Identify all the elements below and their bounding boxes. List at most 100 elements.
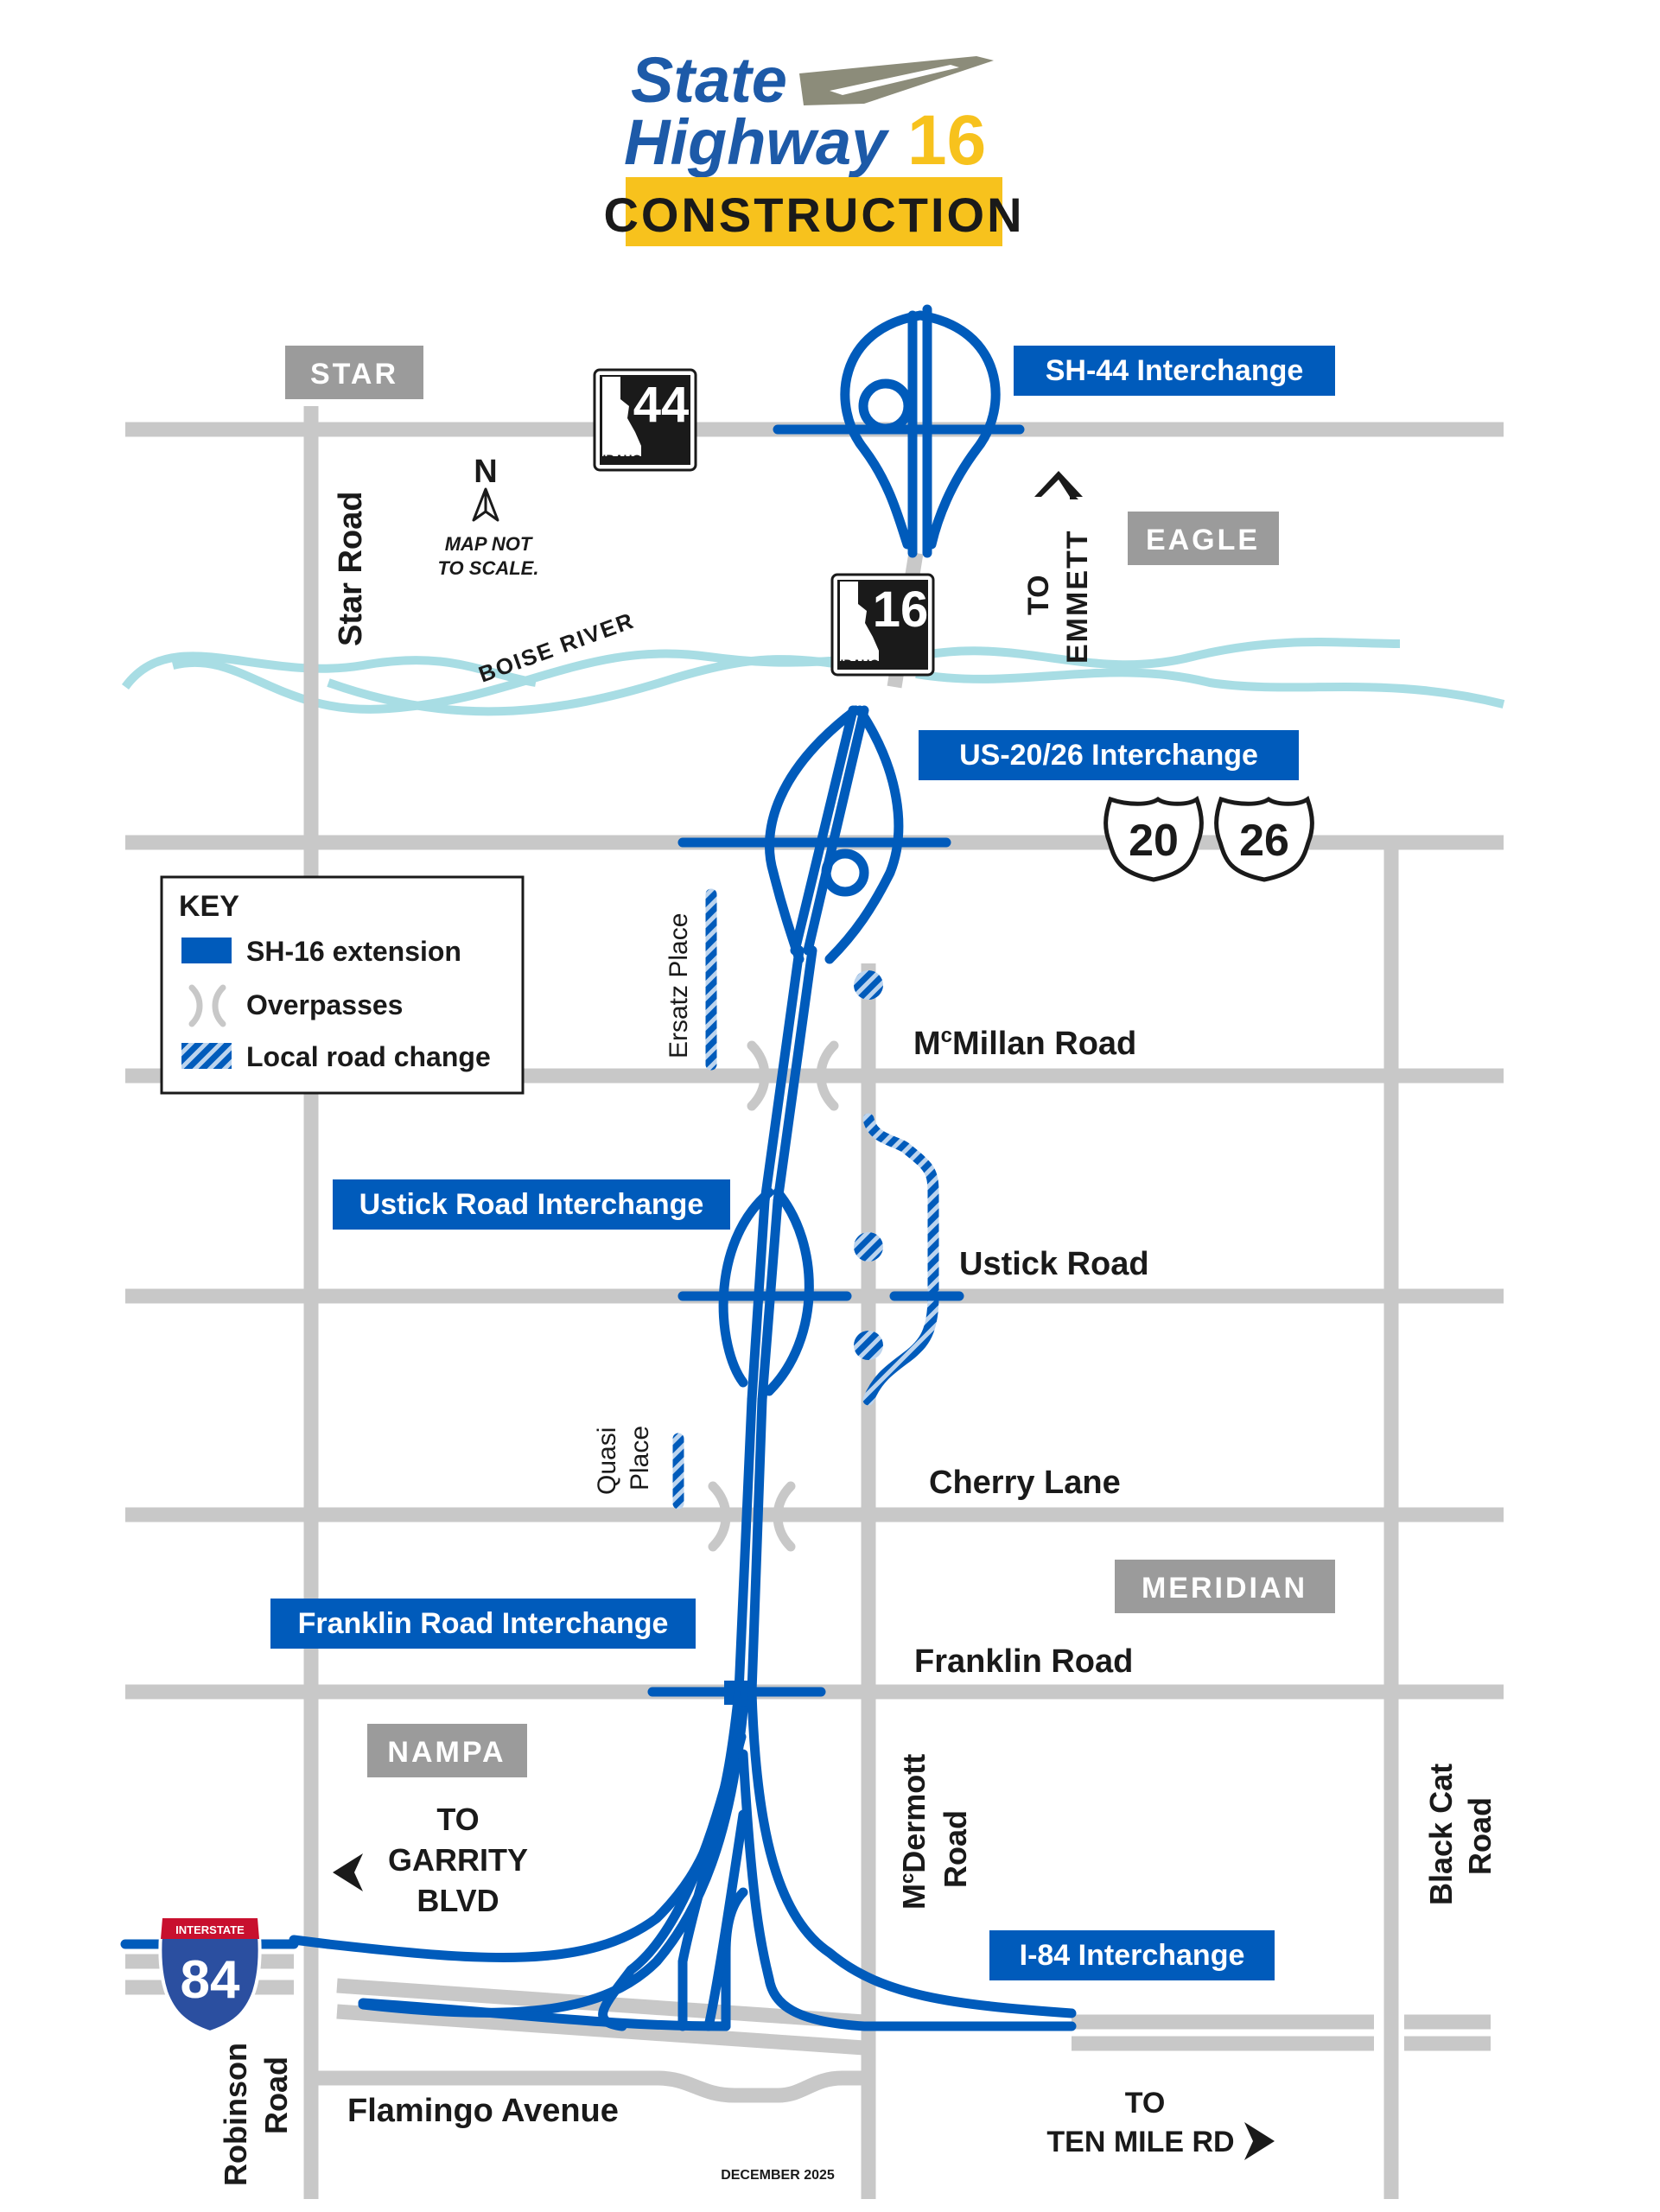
key-item-overpass: Overpasses (246, 989, 403, 1020)
city-nampa-text: NAMPA (387, 1736, 506, 1769)
arrow-right-icon (1244, 2122, 1275, 2160)
label-black-cat-line1: Black Cat (1423, 1764, 1459, 1905)
logo-banner (626, 177, 1002, 246)
arrow-left-icon (333, 1853, 363, 1891)
overpass-markers (708, 1040, 839, 1552)
garrity-to: TO (436, 1802, 479, 1837)
road-i84-mid1 (336, 1978, 865, 2030)
key-swatch-extension (181, 938, 232, 963)
label-quasi-line2: Place (626, 1426, 654, 1491)
label-franklin-interchange: Franklin Road Interchange (298, 1607, 669, 1640)
label-ersatz-place: Ersatz Place (665, 913, 693, 1058)
logo-road-stripe (830, 65, 959, 95)
label-star-road: Star Road (333, 492, 369, 646)
logo-highway-text: Highway (624, 106, 890, 178)
north-letter: N (474, 454, 497, 490)
emmett-name: EMMETT (1061, 529, 1094, 664)
label-box-i84 (989, 1930, 1275, 1980)
label-cherry-lane: Cherry Lane (929, 1465, 1121, 1501)
logo-state-text: State (631, 44, 787, 116)
sh16-number: 16 (873, 582, 929, 638)
label-flamingo-avenue: Flamingo Avenue (347, 2093, 619, 2129)
mcmillan-rest: Millan Road (952, 1026, 1136, 1062)
footer-date: DECEMBER 2025 (721, 2168, 835, 2183)
label-box-us2026 (919, 730, 1299, 780)
label-black-cat-line2: Road (1462, 1797, 1498, 1875)
key-swatch-local-change (181, 1043, 232, 1069)
label-ustick-interchange: Ustick Road Interchange (359, 1188, 704, 1221)
cul-de-sac-mcdermott-north (854, 970, 883, 1000)
key-title: KEY (179, 890, 239, 923)
city-eagle-text: EAGLE (1146, 524, 1260, 556)
label-i84-interchange: I-84 Interchange (1020, 1939, 1245, 1972)
us20-shield: 20 (1103, 796, 1204, 882)
mcdermott-prefix: M (896, 1884, 932, 1910)
city-badges: STAR EAGLE MERIDIAN NAMPA (285, 346, 1335, 1777)
map-key: KEY SH-16 extension Overpasses Local roa… (160, 875, 525, 1095)
local-roads (125, 406, 1504, 2199)
sh44-number: 44 (633, 377, 690, 433)
road-i84-mid2 (336, 2004, 865, 2056)
destination-emmett: TO EMMETT (1022, 471, 1094, 664)
tenmile-to: TO (1125, 2087, 1166, 2120)
cul-de-sac-mcdermott-ustick-n (854, 1232, 883, 1262)
mcdermott-sup: c (896, 1873, 918, 1884)
label-ustick-road: Ustick Road (959, 1246, 1149, 1282)
label-box-ustick (333, 1179, 730, 1230)
boise-river (121, 638, 1505, 716)
city-meridian-text: MERIDIAN (1142, 1572, 1307, 1605)
destination-ten-mile: TO TEN MILE RD (1046, 2087, 1275, 2160)
mcdermott-realign-north (862, 1113, 939, 1406)
label-franklin-road: Franklin Road (914, 1643, 1133, 1680)
i84-interstate-label: INTERSTATE (175, 1923, 245, 1936)
key-swatch-overpass (188, 984, 226, 1027)
interchange-labels: SH-44 Interchange US-20/26 Interchange U… (270, 346, 1335, 1980)
sh16-extension (120, 304, 1077, 2031)
garrity-name: GARRITY (388, 1842, 528, 1878)
project-logo: State Highway 16 CONSTRUCTION (603, 44, 1024, 246)
idaho-state-outline-icon (602, 377, 641, 456)
north-arrow: N MAP NOT TO SCALE. (438, 454, 539, 579)
i84-shield: INTERSTATE 84 (158, 1916, 262, 2035)
destination-garrity: TO GARRITY BLVD (333, 1802, 528, 1918)
label-sh44-interchange: SH-44 Interchange (1046, 354, 1304, 387)
arrow-up-icon (1034, 471, 1083, 499)
us26-number: 26 (1239, 816, 1289, 866)
us26-shield: 26 (1214, 796, 1314, 882)
tenmile-name: TEN MILE RD (1046, 2126, 1234, 2158)
label-mcdermott-road: McDermott (896, 1754, 932, 1910)
cul-de-sac-mcdermott-ustick-s (854, 1331, 883, 1360)
label-us2026-interchange: US-20/26 Interchange (959, 739, 1258, 772)
label-box-franklin (270, 1599, 696, 1649)
logo-banner-text: CONSTRUCTION (603, 188, 1024, 242)
emmett-to: TO (1022, 575, 1055, 615)
label-mcdermott-road-line2: Road (938, 1810, 973, 1888)
sh16-shield: 16 IDAHO (830, 573, 935, 677)
map-not-to-scale-line1: MAP NOT (445, 533, 533, 555)
city-badge-star (285, 346, 423, 399)
label-robinson-line2: Road (258, 2056, 294, 2134)
mcdermott-rest: Dermott (896, 1754, 932, 1873)
sh44-state-label: IDAHO (602, 452, 641, 466)
key-item-local-change: Local road change (246, 1041, 491, 1072)
label-mcmillan-road: McMillan Road (913, 1024, 1136, 1062)
idaho-state-outline-icon-2 (840, 582, 879, 661)
i84-number: 84 (181, 1950, 240, 2010)
city-star-text: STAR (310, 358, 398, 391)
city-badge-eagle (1128, 512, 1279, 565)
city-badge-nampa (367, 1724, 527, 1777)
key-item-extension: SH-16 extension (246, 936, 461, 967)
label-box-sh44 (1014, 346, 1335, 396)
garrity-blvd: BLVD (417, 1883, 499, 1918)
us20-number: 20 (1129, 816, 1179, 866)
mcmillan-sup: c (941, 1024, 952, 1047)
city-badge-meridian (1115, 1560, 1335, 1613)
road-flamingo (311, 2070, 868, 2103)
map-not-to-scale-line2: TO SCALE. (438, 557, 539, 579)
label-robinson-line1: Robinson (218, 2043, 253, 2186)
sh44-shield: 44 IDAHO (593, 368, 697, 472)
label-quasi-line1: Quasi (593, 1427, 621, 1495)
mcmillan-prefix: M (913, 1026, 941, 1062)
sh16-state-label: IDAHO (840, 657, 879, 671)
